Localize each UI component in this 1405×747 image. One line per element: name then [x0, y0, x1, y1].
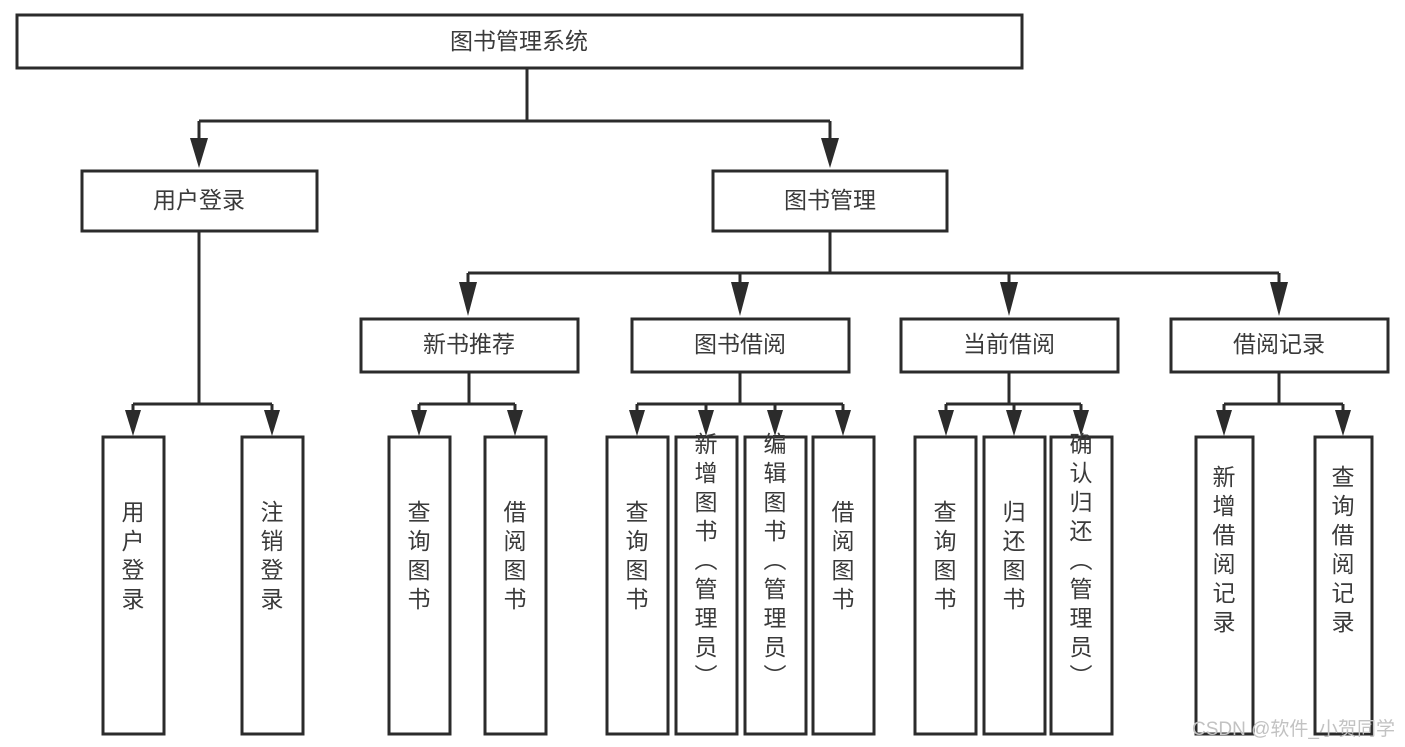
leaf-node-user-login-1[interactable]: 用户登录: [101, 435, 166, 736]
arrow-head-icon-current-2: [1006, 410, 1022, 436]
leaf-node-record-2[interactable]: 查询借阅记录: [1313, 435, 1374, 736]
leaf-node-recommend-1[interactable]: 查询图书: [387, 435, 452, 736]
arrow-head-icon-borrow-2: [698, 410, 714, 436]
leaf-node-current-3-label: 确认归还︵管理员︶: [1070, 431, 1093, 689]
node-new-book-recommend-box[interactable]: [359, 317, 580, 374]
leaf-node-current-3-box[interactable]: [1049, 435, 1114, 736]
arrow-head-icon-level2-4: [1270, 282, 1288, 316]
leaf-node-current-1-box[interactable]: [913, 435, 978, 736]
arrow-head-icon-user-login-1: [125, 410, 141, 436]
leaf-node-recommend-2[interactable]: 借阅图书: [483, 435, 548, 736]
node-borrow-record[interactable]: 借阅记录: [1169, 317, 1390, 374]
arrow-head-icon-recommend-1: [411, 410, 427, 436]
arrow-head-icon-level1-right: [821, 138, 839, 168]
leaf-node-user-login-1-label: 用户登录: [122, 499, 145, 612]
arrow-head-icon-record-2: [1335, 410, 1351, 436]
leaf-node-current-2-label: 归还图书: [1003, 499, 1026, 612]
leaf-node-user-login-1-box[interactable]: [101, 435, 166, 736]
node-current-borrow[interactable]: 当前借阅: [899, 317, 1120, 374]
arrow-head-icon-level2-2: [731, 282, 749, 316]
leaf-node-borrow-2-label: 新增图书︵管理员︶: [695, 431, 718, 689]
leaf-node-borrow-1[interactable]: 查询图书: [605, 435, 670, 736]
node-book-borrow[interactable]: 图书借阅: [630, 317, 851, 374]
node-root[interactable]: 图书管理系统: [15, 13, 1024, 70]
node-user-login-label: 用户登录: [153, 187, 245, 213]
node-book-management-label: 图书管理: [784, 187, 876, 213]
leaf-node-record-1-label: 新增借阅记录: [1213, 464, 1236, 635]
node-borrow-record-box[interactable]: [1169, 317, 1390, 374]
leaf-node-borrow-4-label: 借阅图书: [832, 499, 855, 612]
arrow-head-icon-level2-3: [1000, 282, 1018, 316]
leaf-node-user-login-2-box[interactable]: [240, 435, 305, 736]
leaf-node-borrow-3-box[interactable]: [743, 435, 808, 736]
leaf-node-user-login-2-label: 注销登录: [261, 499, 284, 612]
arrow-head-icon-user-login-2: [264, 410, 280, 436]
arrow-head-icon-recommend-2: [507, 410, 523, 436]
leaf-node-recommend-1-box[interactable]: [387, 435, 452, 736]
leaf-node-current-1-label: 查询图书: [934, 499, 957, 612]
leaf-node-borrow-1-label: 查询图书: [626, 499, 649, 612]
leaf-node-current-3[interactable]: 确认归还︵管理员︶: [1049, 431, 1114, 736]
arrow-head-icon-borrow-4: [835, 410, 851, 436]
node-book-management-box[interactable]: [711, 169, 949, 233]
leaf-node-borrow-2-box[interactable]: [674, 435, 739, 736]
leaf-node-current-2-box[interactable]: [982, 435, 1047, 736]
node-book-borrow-label: 图书借阅: [694, 331, 786, 357]
leaf-node-user-login-2[interactable]: 注销登录: [240, 435, 305, 736]
leaf-node-current-2[interactable]: 归还图书: [982, 435, 1047, 736]
arrow-head-icon-current-3: [1073, 410, 1089, 436]
arrow-head-icon-current-1: [938, 410, 954, 436]
leaf-node-borrow-3-label: 编辑图书︵管理员︶: [764, 431, 787, 689]
leaf-node-borrow-1-box[interactable]: [605, 435, 670, 736]
node-user-login[interactable]: 用户登录: [80, 169, 319, 233]
leaf-node-borrow-3[interactable]: 编辑图书︵管理员︶: [743, 431, 808, 736]
leaf-node-record-1-box[interactable]: [1194, 435, 1255, 736]
arrow-head-icon-level2-1: [459, 282, 477, 316]
arrow-head-icon-borrow-1: [629, 410, 645, 436]
leaf-node-recommend-1-label: 查询图书: [408, 499, 431, 612]
leaf-node-borrow-2[interactable]: 新增图书︵管理员︶: [674, 431, 739, 736]
node-root-box[interactable]: [15, 13, 1024, 70]
node-book-borrow-box[interactable]: [630, 317, 851, 374]
leaf-node-recommend-2-box[interactable]: [483, 435, 548, 736]
arrow-head-icon-borrow-3: [767, 410, 783, 436]
arrow-head-icon-level1-left: [190, 138, 208, 168]
node-borrow-record-label: 借阅记录: [1233, 331, 1325, 357]
node-current-borrow-label: 当前借阅: [963, 331, 1055, 357]
leaf-node-record-2-label: 查询借阅记录: [1332, 464, 1355, 635]
arrow-head-icon-record-1: [1216, 410, 1232, 436]
node-current-borrow-box[interactable]: [899, 317, 1120, 374]
leaf-node-borrow-4-box[interactable]: [811, 435, 876, 736]
node-new-book-recommend[interactable]: 新书推荐: [359, 317, 580, 374]
leaf-node-recommend-2-label: 借阅图书: [504, 499, 527, 612]
node-new-book-recommend-label: 新书推荐: [423, 331, 515, 357]
leaf-node-borrow-4[interactable]: 借阅图书: [811, 435, 876, 736]
leaf-node-record-2-box[interactable]: [1313, 435, 1374, 736]
leaf-node-current-1[interactable]: 查询图书: [913, 435, 978, 736]
leaf-node-record-1[interactable]: 新增借阅记录: [1194, 435, 1255, 736]
node-book-management[interactable]: 图书管理: [711, 169, 949, 233]
node-root-label: 图书管理系统: [450, 28, 588, 54]
